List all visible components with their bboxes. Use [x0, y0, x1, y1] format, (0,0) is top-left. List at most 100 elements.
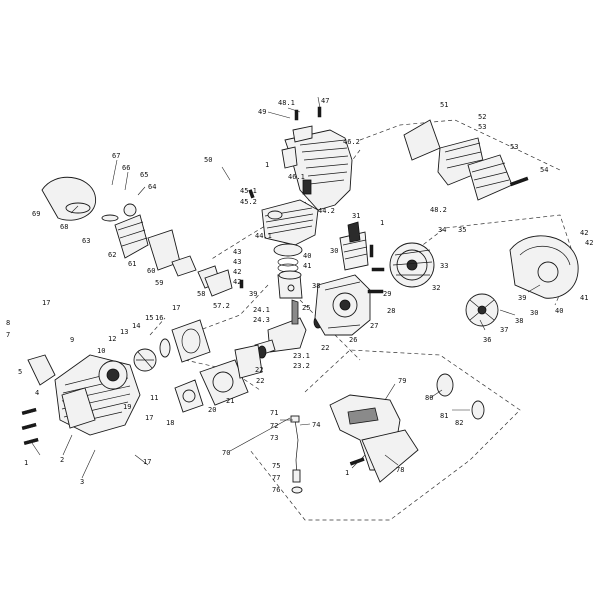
ignition-coil — [339, 221, 369, 271]
callout-81: 78 — [396, 466, 404, 474]
callout-67: 64 — [148, 183, 156, 191]
callout-43-left: 39 — [249, 290, 257, 298]
callout-54: 49 — [258, 108, 266, 116]
callout-13: 14 — [132, 322, 140, 330]
callout-73: 70 — [222, 449, 230, 457]
callout-79: 77 — [272, 474, 280, 482]
callout-47: 44.1 — [255, 232, 272, 240]
callout-12: 13 — [120, 328, 128, 336]
crankcase — [314, 274, 371, 336]
callout-52: 47 — [321, 97, 329, 105]
callout-16: 17 — [172, 304, 180, 312]
callout-82: 79 — [398, 377, 406, 385]
callout-66: 63 — [82, 237, 90, 245]
callout-65: 62 — [108, 251, 116, 259]
callout-23-2: 23.2 — [293, 362, 310, 370]
callout-57-2: 53 — [478, 123, 486, 131]
callout-33: 33 — [440, 262, 448, 270]
callout-15: 16 — [155, 314, 163, 322]
callout-45-2: 42 — [233, 278, 241, 286]
gasket-and-rings — [273, 243, 303, 273]
callout-24-1: 24.1 — [253, 306, 270, 314]
callout-72: 69 — [32, 210, 40, 218]
callout-84: 81 — [440, 412, 448, 420]
callout-50: 46.1 — [288, 173, 305, 181]
callout-7: 8 — [6, 319, 10, 327]
callout-68: 65 — [140, 171, 148, 179]
callout-25: 25 — [302, 304, 310, 312]
callout-39: 39 — [518, 294, 526, 302]
callout-83: 80 — [425, 394, 433, 402]
callout-78: 75 — [272, 462, 280, 470]
callout-85: 82 — [455, 419, 463, 427]
callout-62: 59 — [155, 279, 163, 287]
air-intake-cover — [41, 176, 119, 222]
clutch — [465, 293, 499, 327]
callout-58: 53 — [510, 143, 518, 151]
callout-64: 61 — [128, 260, 136, 268]
callout-36: 36 — [483, 336, 491, 344]
callout-28: 28 — [387, 307, 395, 315]
piston — [277, 270, 303, 299]
callout-17-mid: 17 — [145, 414, 153, 422]
callout-37: 37 — [500, 326, 508, 334]
callout-1-coil: 1 — [380, 219, 384, 227]
callout-31: 31 — [352, 212, 360, 220]
callout-10: 11 — [150, 394, 158, 402]
callout-57-1: 52 — [478, 113, 486, 121]
callout-labels: 47 48.1 49 46.2 50 1 46.1 45.1 45.2 44.2… — [6, 97, 593, 494]
callout-9: 10 — [97, 347, 105, 355]
callout-38: 38 — [515, 317, 523, 325]
callout-1-handle: 1 — [345, 469, 349, 477]
callout-70: 67 — [112, 152, 120, 160]
callout-51: 46.2 — [343, 138, 360, 146]
callout-46-1: 43 — [233, 248, 241, 256]
callout-30-center: 30 — [330, 247, 338, 255]
callout-35: 35 — [458, 226, 466, 234]
callout-41: 41 — [580, 294, 588, 302]
callout-6: 7 — [6, 331, 10, 339]
callout-22-right: 22 — [321, 344, 329, 352]
callout-53-right: 48.2 — [430, 206, 447, 214]
callout-26: 26 — [349, 336, 357, 344]
callout-3: 3 — [80, 478, 84, 486]
callout-11: 12 — [108, 335, 116, 343]
callout-80: 76 — [272, 486, 280, 494]
callout-4: 4 — [35, 389, 39, 397]
callout-14: 15 — [145, 314, 153, 322]
callout-76: 74 — [312, 421, 320, 429]
callout-44-1: 40 — [303, 252, 311, 260]
callout-32: 32 — [432, 284, 440, 292]
callout-21: 22 — [256, 377, 264, 385]
callout-55: 50 — [204, 156, 212, 164]
callout-8: 9 — [70, 336, 74, 344]
callout-61: 58 — [197, 290, 205, 298]
callout-77: 73 — [270, 434, 278, 442]
callout-60: 57.2 — [213, 302, 230, 310]
callout-48-2: 45.2 — [240, 198, 257, 206]
callout-30-right: 30 — [530, 309, 538, 317]
cylinder — [261, 199, 319, 246]
callout-45-1: 42 — [233, 268, 241, 276]
starter-pulley — [98, 338, 171, 390]
callout-63: 60 — [147, 267, 155, 275]
callout-37-left: 17 — [42, 299, 50, 307]
callout-71: 68 — [60, 223, 68, 231]
callout-19: 20 — [208, 406, 216, 414]
callout-29: 29 — [383, 290, 391, 298]
callout-42-right: 42 — [585, 239, 593, 247]
callout-44-2: 41 — [303, 262, 311, 270]
cylinder-cover — [281, 125, 353, 211]
callout-53: 48.1 — [278, 99, 295, 107]
callout-27: 27 — [370, 322, 378, 330]
screws — [21, 106, 529, 466]
callout-2: 2 — [60, 456, 64, 464]
callout-75: 72 — [270, 422, 278, 430]
callout-69: 66 — [122, 164, 130, 172]
callout-40: 40 — [555, 307, 563, 315]
rear-handle — [329, 373, 485, 483]
callout-42-top: 42 — [580, 229, 588, 237]
callout-18-left: 18 — [166, 419, 174, 427]
leader-lines — [29, 96, 541, 479]
